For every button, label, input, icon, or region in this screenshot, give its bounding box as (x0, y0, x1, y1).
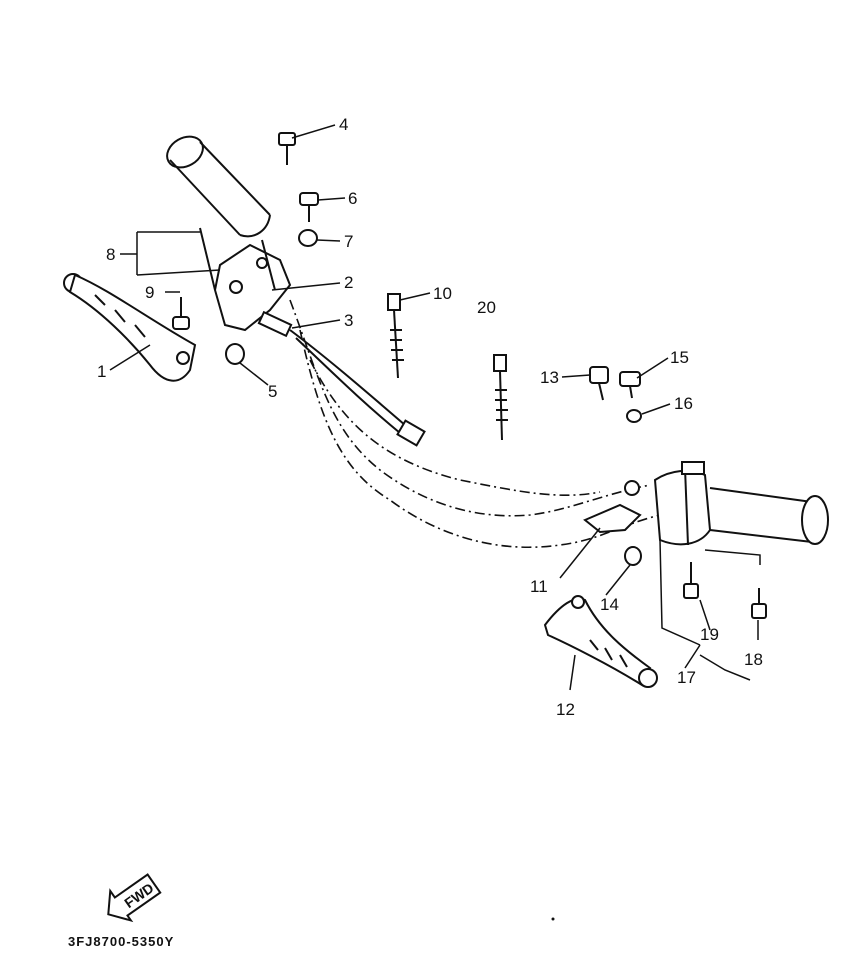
bolt-15 (619, 371, 641, 399)
callout-9: 9 (145, 283, 154, 302)
right-throttle-housing (653, 461, 712, 546)
callout-10: 10 (433, 284, 452, 303)
callout-7: 7 (344, 232, 353, 251)
fwd-arrow-icon: FWD (107, 873, 162, 923)
callout-15: 15 (670, 348, 689, 367)
right-grip (709, 487, 829, 545)
callout-13: 13 (540, 368, 559, 387)
brake-lever-holder (583, 480, 642, 534)
callout-5: 5 (268, 382, 277, 401)
callout-labels: 1 2 3 4 5 6 7 8 9 10 11 12 13 14 15 16 1… (97, 115, 763, 719)
screw-18 (751, 588, 767, 619)
handlebar (289, 299, 661, 549)
screw-19 (683, 562, 699, 599)
callout-19: 19 (700, 625, 719, 644)
callout-3: 3 (344, 311, 353, 330)
callout-8: 8 (106, 245, 115, 264)
nut-14 (624, 546, 642, 566)
callout-6: 6 (348, 189, 357, 208)
brake-lever (543, 595, 658, 688)
cable-tie-10 (387, 293, 404, 379)
callout-1: 1 (97, 362, 106, 381)
callout-11: 11 (530, 577, 548, 596)
washer-16 (626, 409, 642, 423)
part-code: 3FJ8700-5350Y (68, 934, 175, 949)
switch-cable (257, 310, 426, 447)
callout-17: 17 (677, 668, 696, 687)
nut-5 (225, 343, 245, 365)
clutch-lever (63, 273, 197, 382)
stray-dot (551, 917, 555, 921)
callout-20: 20 (477, 298, 496, 317)
bolt-9 (172, 297, 190, 330)
leader-lines (109, 124, 761, 691)
bolt-13 (589, 366, 609, 401)
callout-4: 4 (339, 115, 348, 134)
left-lever-holder (199, 227, 292, 332)
callout-12: 12 (556, 700, 575, 719)
bolt-4 (278, 132, 296, 165)
bolt-6 (299, 192, 319, 222)
callout-14: 14 (600, 595, 619, 614)
washer-7 (298, 229, 318, 247)
callout-18: 18 (744, 650, 763, 669)
cable-tie-20 (493, 354, 508, 441)
left-grip (166, 135, 271, 238)
callout-2: 2 (344, 273, 353, 292)
callout-16: 16 (674, 394, 693, 413)
